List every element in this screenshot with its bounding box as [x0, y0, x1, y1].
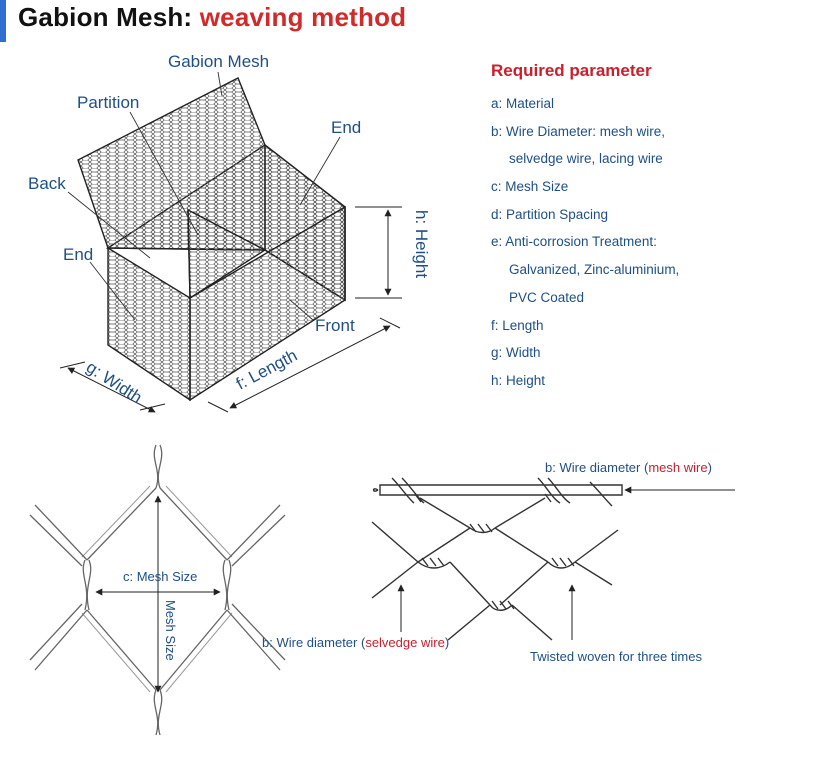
mesh-wire-close: ): [708, 460, 712, 475]
parameter-heading: Required parameter: [491, 61, 652, 80]
param-wire-diameter: b: Wire Diameter: mesh wire,: [491, 123, 666, 139]
label-selvedge-wire: b: Wire diameter (selvedge wire): [262, 635, 449, 650]
label-end-top: End: [331, 118, 361, 137]
param-length: f: Length: [491, 317, 544, 333]
param-height: h: Height: [491, 372, 546, 388]
header: Gabion Mesh: weaving method: [0, 0, 831, 42]
title-part-black: Gabion Mesh:: [18, 2, 193, 32]
param-anti-corrosion: e: Anti-corrosion Treatment:: [491, 234, 657, 250]
height-dimension: [355, 206, 402, 299]
label-front: Front: [315, 316, 355, 335]
accent-bar: [0, 0, 6, 42]
selvedge-close: ): [445, 635, 449, 650]
box-leaders: [67, 71, 341, 321]
param-width: g: Width: [491, 345, 541, 361]
weave-leaders: [397, 486, 735, 640]
selvedge-term: selvedge wire: [365, 635, 445, 650]
length-dimension: [207, 317, 401, 413]
param-wire-diameter-cont: selvedge wire, lacing wire: [509, 151, 663, 167]
mesh-size-arrows: [95, 495, 221, 693]
mesh-cell-detail: [29, 444, 286, 736]
label-partition: Partition: [77, 93, 139, 112]
gabion-box: [77, 77, 346, 402]
label-mesh-size-h: c: Mesh Size: [123, 569, 197, 584]
parameter-list: Required parameter a: Material b: Wire D…: [491, 61, 821, 395]
width-dimension: [59, 361, 166, 413]
front-panel: [189, 205, 346, 402]
page-title: Gabion Mesh: weaving method: [18, 2, 406, 33]
label-height: h: Height: [412, 210, 431, 278]
param-material: a: Material: [491, 96, 555, 111]
label-gabion-mesh: Gabion Mesh: [168, 52, 269, 71]
title-part-red: weaving method: [199, 2, 407, 32]
label-mesh-size-v: Mesh Size: [163, 600, 178, 661]
selvedge-prefix: b: Wire diameter (: [262, 635, 366, 650]
label-back: Back: [28, 174, 66, 193]
label-twisted-woven: Twisted woven for three times: [530, 649, 702, 664]
param-partition-spacing: d: Partition Spacing: [491, 206, 609, 222]
label-end-left: End: [63, 245, 93, 264]
param-mesh-size: c: Mesh Size: [491, 179, 569, 195]
param-anti-corrosion-cont2: PVC Coated: [509, 289, 585, 305]
param-anti-corrosion-cont1: Galvanized, Zinc-aluminium,: [509, 262, 680, 278]
weave-detail: [371, 477, 623, 641]
label-mesh-wire: b: Wire diameter (mesh wire): [545, 460, 712, 475]
label-width: g: Width: [83, 357, 146, 407]
mesh-wire-prefix: b: Wire diameter (: [545, 460, 649, 475]
mesh-wire-term: mesh wire: [648, 460, 707, 475]
